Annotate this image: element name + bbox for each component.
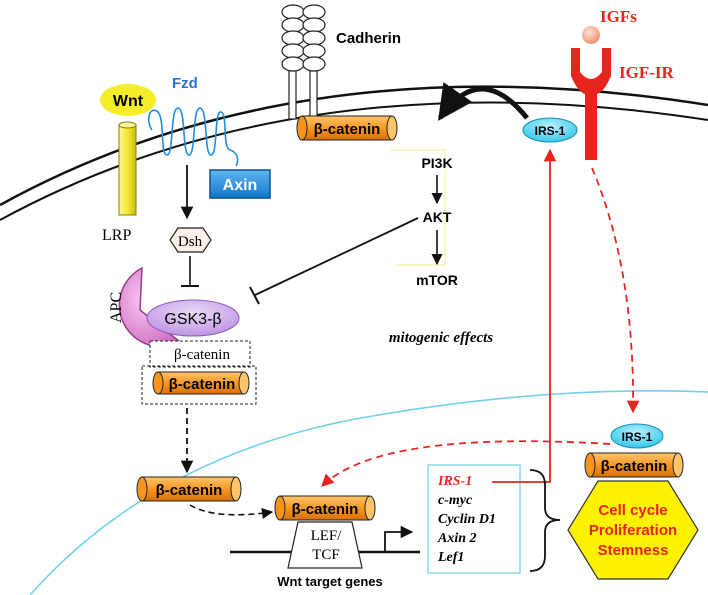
- lef-tcf-shape: [287, 521, 363, 569]
- wnt-label: Wnt: [113, 93, 144, 110]
- akt-label: AKT: [423, 209, 452, 225]
- lrp-receptor: [118, 124, 137, 216]
- axin-box: [209, 169, 271, 199]
- cadherin-complex: [281, 4, 326, 120]
- target-gene-cmyc: c-myc: [438, 493, 473, 508]
- target-gene-cyclin-d1: Cyclin D1: [438, 512, 496, 527]
- gsk3b-label: GSK3-β: [164, 311, 221, 328]
- beta-catenin-nuclear-tcf-cylinder: [274, 495, 376, 521]
- irs1-nucleus-ellipse: [610, 423, 664, 449]
- gsk3b-ellipse: [146, 299, 240, 337]
- irs1-membrane-ellipse: [522, 117, 578, 143]
- outcome-cell-cycle: Cell cycle: [598, 502, 667, 519]
- beta-catenin-complex-dashed: β-catenin: [174, 347, 230, 363]
- axin-label: Axin: [223, 177, 258, 194]
- lef-tcf-line2: TCF: [312, 547, 340, 563]
- target-gene-lef1: Lef1: [437, 550, 464, 565]
- igf1r-label: IGF-IR: [619, 63, 675, 82]
- outcome-proliferation: Proliferation: [589, 522, 677, 539]
- beta-catenin-nuclear-tcf: β-catenin: [292, 501, 359, 518]
- beta-catenin-cytoplasm: β-catenin: [156, 482, 223, 499]
- nuclear-membrane: [29, 390, 708, 595]
- beta-catenin-membrane: β-catenin: [314, 121, 381, 138]
- outcome-hexagon: [567, 480, 699, 580]
- wnt-ligand: [100, 84, 156, 116]
- irs1-membrane-label: IRS-1: [535, 124, 566, 138]
- dsh-label: Dsh: [178, 234, 203, 250]
- beta-catenin-complex-cylinder: [152, 371, 250, 395]
- igf1r-receptor: [571, 48, 611, 160]
- beta-catenin-complex-orange: β-catenin: [169, 376, 236, 393]
- fzd-receptor: [147, 107, 239, 167]
- pi3k-label: PI3K: [421, 155, 452, 171]
- igf-ligand: [582, 26, 600, 44]
- mitogenic-effects-label: mitogenic effects: [389, 330, 493, 346]
- lrp-label: LRP: [102, 227, 131, 244]
- beta-catenin-dashed-frame-2: [141, 365, 257, 405]
- fzd-label: Fzd: [172, 75, 198, 92]
- lef-tcf-line1: LEF/: [311, 528, 343, 544]
- gene-brace: [529, 469, 561, 572]
- irs1-nucleus-label: IRS-1: [622, 430, 653, 444]
- beta-catenin-dashed-frame-1: [149, 340, 251, 368]
- apc-label: APC: [108, 292, 125, 323]
- target-genes-box: [427, 464, 521, 574]
- beta-catenin-nuclear-irs: β-catenin: [601, 458, 668, 475]
- target-gene-axin2: Axin 2: [437, 531, 477, 546]
- dsh-hexagon: [169, 227, 212, 253]
- beta-catenin-membrane-cylinder: [296, 115, 398, 141]
- target-gene-irs1: IRS-1: [437, 474, 472, 489]
- beta-catenin-cytoplasm-cylinder: [136, 476, 242, 502]
- outcome-stemness: Stemness: [598, 542, 669, 559]
- mtor-label: mTOR: [416, 272, 458, 288]
- beta-catenin-nuclear-irs-cylinder: [584, 452, 684, 478]
- igfs-label: IGFs: [600, 7, 637, 26]
- cadherin-label: Cadherin: [336, 30, 401, 47]
- wnt-target-genes-label: Wnt target genes: [277, 574, 382, 589]
